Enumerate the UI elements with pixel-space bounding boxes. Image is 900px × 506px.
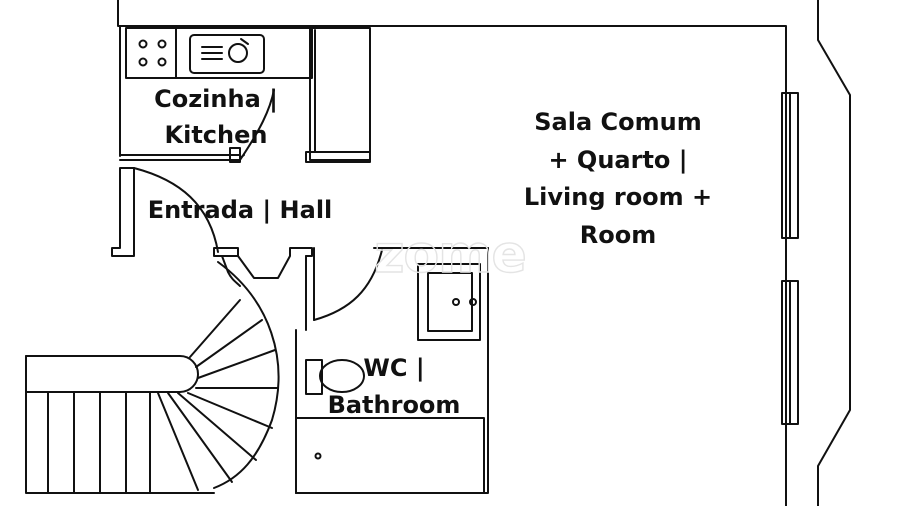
spiral-staircase (25, 261, 280, 494)
toilet (305, 359, 365, 395)
wc-label-line-1: WC | (363, 354, 424, 382)
living-label-line-2: + Quarto | (548, 146, 687, 174)
kitchen-label: Cozinha | Kitchen (154, 85, 278, 149)
bathtub (295, 417, 485, 494)
watermark-logo: zome (374, 225, 525, 285)
bathroom-sink (417, 263, 481, 341)
kitchen-sink (189, 34, 265, 74)
kitchen-label-line-2: Kitchen (165, 121, 268, 149)
kitchen-label-line-1: Cozinha | (154, 85, 278, 113)
hall-walls (111, 167, 489, 494)
hall-label: Entrada | Hall (148, 196, 333, 224)
living-label-line-1: Sala Comum (534, 108, 701, 136)
living-label-line-3: Living room + (524, 183, 712, 211)
living-label-line-4: Room (580, 221, 656, 249)
living-room-label: Sala Comum + Quarto | Living room + Room (524, 108, 712, 249)
kitchen-door (239, 89, 275, 161)
windows (781, 92, 799, 425)
wc-label-line-2: Bathroom (328, 391, 461, 419)
hall-label-line-1: Entrada | Hall (148, 196, 333, 224)
kitchen-counter (119, 27, 371, 163)
wc-label: WC | Bathroom (328, 354, 461, 419)
stove-burners (138, 39, 167, 67)
